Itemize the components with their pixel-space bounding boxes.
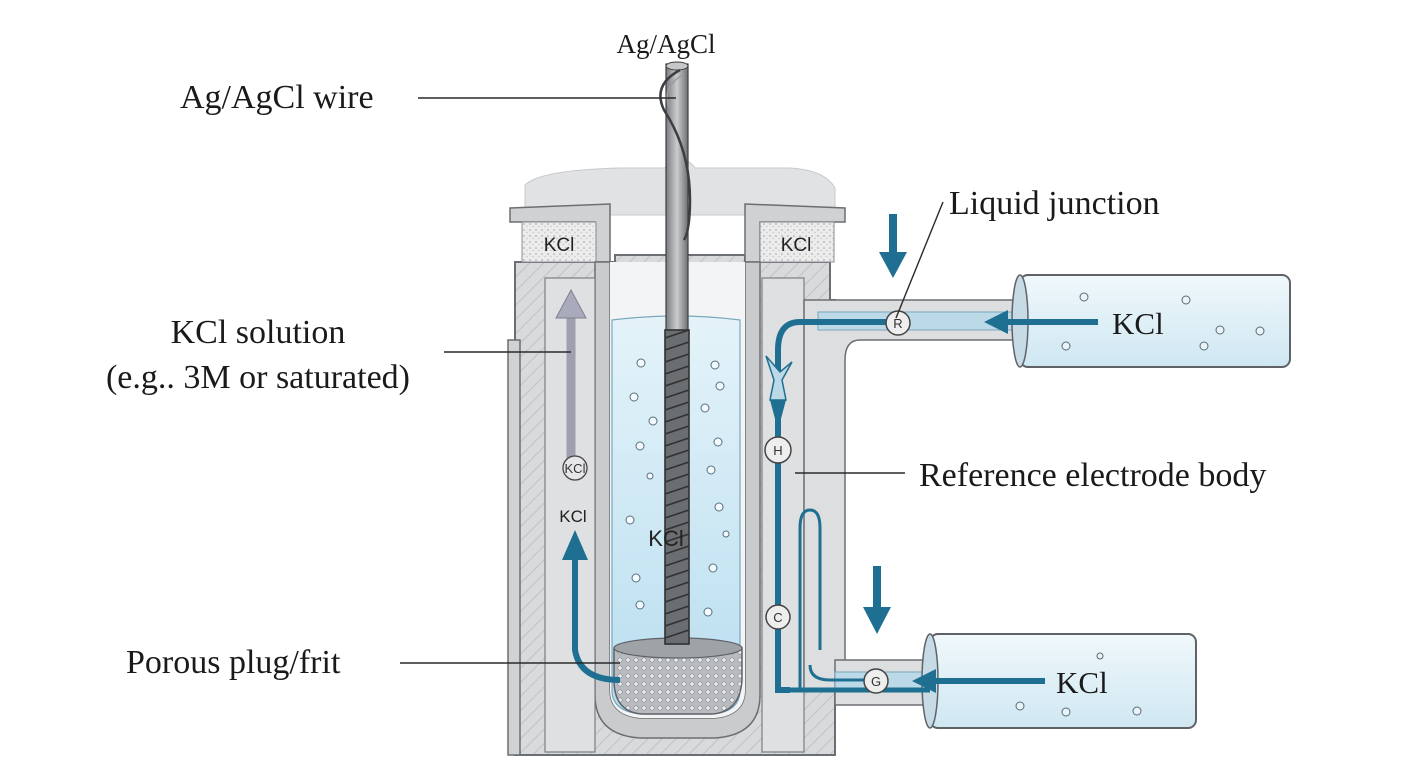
left-channel-gray-arrowhead bbox=[555, 288, 587, 319]
lower-reservoir-arrowhead bbox=[912, 669, 936, 693]
solution-bubbles bbox=[625, 358, 730, 617]
marker-h: H bbox=[764, 436, 792, 464]
center-solution-tag: KCl bbox=[648, 526, 683, 551]
svg-text:R: R bbox=[893, 316, 902, 331]
marker-c: C bbox=[765, 604, 791, 630]
left-cap-tag: KCl bbox=[544, 235, 575, 256]
upper-side-arm bbox=[803, 299, 1021, 691]
marker-r: R bbox=[885, 310, 911, 336]
lower-down-arrowhead bbox=[863, 607, 891, 634]
kcl-solution-label-line2: (e.g.. 3M or saturated) bbox=[106, 359, 410, 396]
wire-loop-inner bbox=[666, 73, 685, 109]
left-kcl-cap bbox=[521, 221, 597, 263]
svg-text:KCl: KCl bbox=[565, 461, 586, 476]
svg-text:C: C bbox=[773, 610, 782, 625]
upper-down-arrowhead bbox=[879, 252, 907, 278]
right-cap-tag: KCl bbox=[781, 235, 812, 256]
left-flow-path bbox=[572, 560, 621, 683]
top-label: Ag/AgCl bbox=[616, 29, 715, 59]
agcl-coating bbox=[664, 329, 690, 645]
body-left-step bbox=[507, 339, 521, 756]
lower-reservoir-label: KCl bbox=[1056, 665, 1108, 700]
porous-plug-label: Porous plug/frit bbox=[126, 644, 341, 681]
hairpin-tube bbox=[798, 508, 822, 690]
right-flow-spike bbox=[765, 355, 793, 401]
upper-reservoir-arrowhead bbox=[984, 310, 1008, 334]
reference-body-label: Reference electrode body bbox=[919, 457, 1266, 494]
wire-tip bbox=[665, 61, 689, 71]
reservoir-bubbles bbox=[1015, 292, 1265, 717]
right-flow-path bbox=[775, 319, 900, 694]
lower-flow-return bbox=[808, 664, 875, 682]
marker-g: G bbox=[863, 668, 889, 694]
left-channel-upper-marker: KCl bbox=[562, 455, 588, 481]
kcl-solution-label-line1: KCl solution bbox=[171, 314, 346, 351]
liquid-junction-leader bbox=[895, 201, 944, 319]
wire-loop bbox=[659, 68, 692, 241]
right-flow-downhead bbox=[770, 400, 786, 430]
svg-text:G: G bbox=[871, 674, 881, 689]
wire-label: Ag/AgCl wire bbox=[180, 79, 374, 116]
right-channel bbox=[761, 277, 805, 753]
right-kcl-cap bbox=[759, 221, 835, 263]
left-flow-arrowhead bbox=[562, 530, 588, 560]
svg-text:H: H bbox=[773, 443, 782, 458]
upper-reservoir-label: KCl bbox=[1112, 306, 1164, 341]
left-channel-lower-tag: KCl bbox=[559, 507, 586, 526]
liquid-junction-label: Liquid junction bbox=[949, 185, 1160, 222]
